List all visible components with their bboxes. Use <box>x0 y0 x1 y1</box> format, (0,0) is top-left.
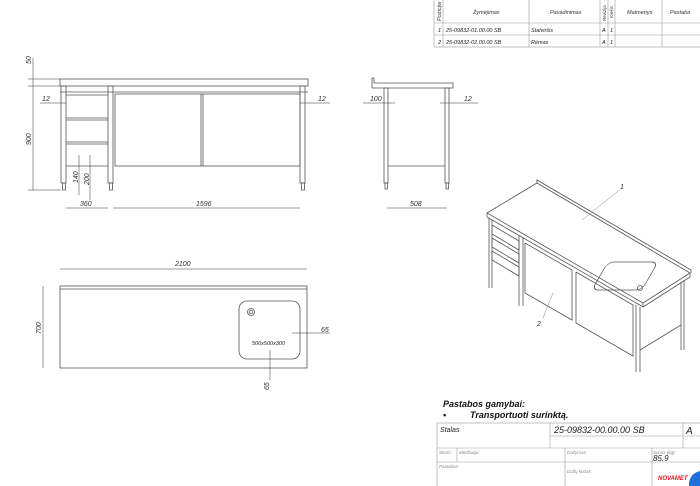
side-view: 100 12 508 <box>363 77 478 209</box>
manufacturing-notes: Pastabos gamybai: • Transportuoti surink… <box>443 399 568 420</box>
header-designation: Žymėjimas <box>472 8 500 16</box>
front-view: 50 900 12 12 140 200 360 1596 <box>26 56 330 209</box>
dim-drawer-h1: 140 <box>73 171 80 183</box>
svg-text:2: 2 <box>437 40 441 46</box>
painting-label: Dažymas: <box>567 450 588 455</box>
svg-text:1: 1 <box>610 28 613 34</box>
dim-width: 700 <box>36 322 43 334</box>
weight-label: Svoris (kg): <box>653 450 677 455</box>
table-row: 1 25-09832-01.00.00 SB Stalviršis A 1 <box>438 28 613 34</box>
dim-length: 2100 <box>174 261 191 268</box>
title-block: Stalas 25-09832-00.00.00 SB A Storis: Me… <box>436 422 700 486</box>
header-quantity: Kiekis <box>609 5 614 18</box>
notes-label: Pastabos: <box>439 464 460 469</box>
dim-lip: 50 <box>26 56 33 64</box>
callout-1: 1 <box>620 184 624 191</box>
svg-text:A: A <box>601 40 606 46</box>
isometric-view: 1 2 <box>486 179 692 372</box>
weight-value: 85.9 <box>653 454 669 463</box>
dim-left-offset: 12 <box>42 96 50 103</box>
sink-size: 500x500x300 <box>252 341 286 347</box>
notes-bullet: • <box>443 410 446 420</box>
header-dimensions: Matmenys <box>627 10 653 16</box>
thickness-label: Storis: <box>439 450 453 455</box>
drawing-number: 25-09832-00.00.00 SB <box>553 425 645 435</box>
svg-text:25-09832-01.00.00 SB: 25-09832-01.00.00 SB <box>445 28 502 34</box>
svg-text:25-09832-02.00.00 SB: 25-09832-02.00.00 SB <box>445 40 502 46</box>
company-logo: NOVAMET <box>658 476 689 482</box>
dim-overhang: 100 <box>370 96 382 103</box>
paint-code-label: Dažų kodas: <box>567 469 593 474</box>
dim-cabinet-width: 1596 <box>196 201 212 208</box>
header-revision: Revizija <box>602 5 607 21</box>
dim-drawer-width: 360 <box>80 201 92 208</box>
drawing-name: Stalas <box>440 427 460 434</box>
callout-2: 2 <box>536 321 541 328</box>
dim-sink-side: 65 <box>321 327 329 334</box>
material-label: Medžiaga: <box>459 450 481 455</box>
header-position: Pozicija <box>437 2 443 21</box>
floating-action-button[interactable] <box>689 471 700 486</box>
svg-text:1: 1 <box>610 40 613 46</box>
svg-text:1: 1 <box>438 28 441 34</box>
top-view: 500x500x300 2100 700 65 65 <box>36 261 330 390</box>
table-row: 2 25-09832-02.00.00 SB Rėmas A 1 <box>437 40 613 46</box>
dim-depth: 508 <box>410 201 422 208</box>
drawing-revision: A <box>685 426 693 437</box>
dim-height: 900 <box>26 133 33 145</box>
svg-text:A: A <box>601 28 606 34</box>
dim-right-offset: 12 <box>318 96 326 103</box>
svg-text:Stalviršis: Stalviršis <box>531 28 553 34</box>
dim-side-offset: 12 <box>464 96 472 103</box>
svg-text:Rėmas: Rėmas <box>531 40 549 46</box>
dim-drawer-h2: 200 <box>84 173 91 186</box>
notes-title: Pastabos gamybai: <box>443 399 525 409</box>
note-item: Transportuoti surinktą. <box>470 410 568 420</box>
header-name: Pavadinimas <box>550 10 582 16</box>
header-note: Pastaba <box>670 10 690 16</box>
dim-sink-front: 65 <box>264 382 271 390</box>
parts-table: Pozicija Žymėjimas Pavadinimas Revizija … <box>433 0 700 48</box>
